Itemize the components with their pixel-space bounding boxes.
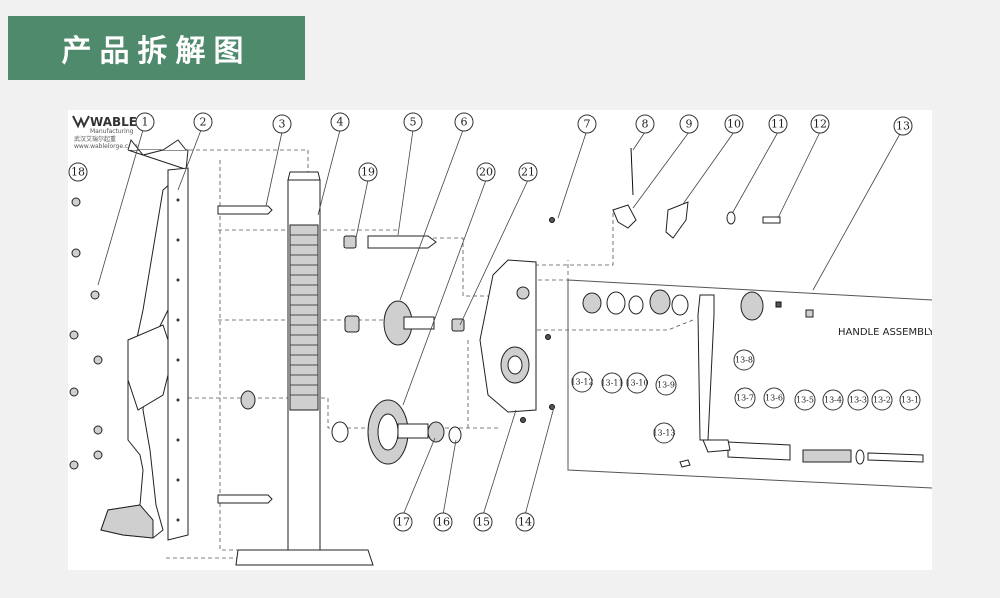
part-gearbox-cover <box>479 217 555 423</box>
svg-text:13-11: 13-11 <box>600 379 623 388</box>
callout-9: 9 <box>679 114 699 134</box>
svg-text:13-10: 13-10 <box>625 379 648 388</box>
handle-assembly-label: HANDLE ASSEMBLY <box>838 327 932 338</box>
callout-19: 19 <box>358 162 378 182</box>
callout-1: 1 <box>135 112 155 132</box>
svg-text:14: 14 <box>518 516 532 529</box>
callout-14: 14 <box>515 512 535 532</box>
svg-text:13-7: 13-7 <box>736 394 754 403</box>
part-brackets <box>217 205 273 504</box>
callout-12: 12 <box>810 114 830 134</box>
sub-callout-13-4: 13-4 <box>822 389 844 411</box>
part-gear-train <box>240 235 465 465</box>
part-handle-assembly <box>582 289 924 468</box>
svg-text:21: 21 <box>521 166 535 179</box>
sub-callout-13-1: 13-1 <box>899 389 921 411</box>
logo-cn-name: 武汉艾瑞尔起重 <box>74 135 116 143</box>
callout-group: 1 2 3 4 5 6 7 8 9 10 11 12 13 14 15 16 1… <box>68 112 913 532</box>
sub-callout-13-5: 13-5 <box>794 389 816 411</box>
callout-20: 20 <box>476 162 496 182</box>
svg-text:7: 7 <box>584 118 591 131</box>
sub-callout-13-2: 13-2 <box>871 389 893 411</box>
sub-callout-13-6: 13-6 <box>763 387 785 409</box>
svg-text:13-5: 13-5 <box>796 396 814 405</box>
svg-text:3: 3 <box>279 118 286 131</box>
callout-16: 16 <box>433 512 453 532</box>
brand-logo: WABLE Manufacturing 武汉艾瑞尔起重 www.wablelor… <box>72 115 138 150</box>
svg-text:12: 12 <box>813 118 827 131</box>
svg-text:5: 5 <box>410 116 417 129</box>
svg-text:13-2: 13-2 <box>873 396 891 405</box>
svg-text:8: 8 <box>642 118 649 131</box>
logo-url: www.wablelorge.com <box>74 143 138 150</box>
sub-callout-13-7: 13-7 <box>734 387 756 409</box>
callout-10: 10 <box>724 114 744 134</box>
svg-text:13-1: 13-1 <box>901 396 919 405</box>
svg-text:13-6: 13-6 <box>765 394 783 403</box>
sub-callout-13-8: 13-8 <box>733 349 755 371</box>
svg-text:17: 17 <box>396 516 410 529</box>
callout-7: 7 <box>577 114 597 134</box>
title-banner: 产品拆解图 <box>8 16 305 80</box>
svg-text:4: 4 <box>337 116 344 129</box>
part-base-frame <box>100 138 189 539</box>
svg-text:16: 16 <box>436 516 450 529</box>
exploded-diagram-panel: WABLE Manufacturing 武汉艾瑞尔起重 www.wablelor… <box>68 110 932 570</box>
svg-text:13-8: 13-8 <box>735 356 753 365</box>
callout-11: 11 <box>768 114 788 134</box>
svg-text:13: 13 <box>896 120 910 133</box>
callout-4: 4 <box>330 112 350 132</box>
callout-6: 6 <box>454 112 474 132</box>
svg-text:20: 20 <box>479 166 493 179</box>
svg-text:13-9: 13-9 <box>657 381 675 390</box>
svg-text:13-13: 13-13 <box>652 429 675 438</box>
sub-callout-13-12: 13-12 <box>570 371 594 393</box>
exploded-diagram: WABLE Manufacturing 武汉艾瑞尔起重 www.wablelor… <box>68 112 932 566</box>
svg-text:2: 2 <box>200 116 207 129</box>
sub-callout-13-10: 13-10 <box>625 372 649 394</box>
banner-title: 产品拆解图 <box>61 34 252 69</box>
callout-21: 21 <box>518 162 538 182</box>
callout-15: 15 <box>473 512 493 532</box>
svg-text:13-4: 13-4 <box>824 396 842 405</box>
callout-2: 2 <box>193 112 213 132</box>
logo-brand: WABLE <box>90 115 137 129</box>
svg-text:11: 11 <box>771 118 785 131</box>
svg-text:6: 6 <box>461 116 468 129</box>
svg-text:19: 19 <box>361 166 375 179</box>
sub-callout-group: 13-1 13-2 13-3 13-4 13-5 13-6 13-7 13-8 … <box>570 349 921 444</box>
handle-assembly-box <box>567 279 932 489</box>
svg-text:15: 15 <box>476 516 490 529</box>
svg-text:18: 18 <box>71 166 85 179</box>
callout-13: 13 <box>893 116 913 136</box>
callout-5: 5 <box>403 112 423 132</box>
part-side-plate <box>167 167 189 541</box>
sub-callout-13-9: 13-9 <box>655 374 677 396</box>
callout-3: 3 <box>272 114 292 134</box>
svg-text:9: 9 <box>686 118 693 131</box>
part-nuts <box>69 197 103 470</box>
part-pawl-set <box>612 147 781 239</box>
svg-text:13-12: 13-12 <box>570 378 593 387</box>
callout-8: 8 <box>635 114 655 134</box>
svg-text:1: 1 <box>142 116 149 129</box>
sub-callout-13-13: 13-13 <box>652 422 676 444</box>
sub-callout-13-3: 13-3 <box>847 389 869 411</box>
logo-tagline: Manufacturing <box>90 128 134 135</box>
sub-callout-13-11: 13-11 <box>600 372 624 394</box>
part-rack-column <box>235 171 374 566</box>
svg-text:10: 10 <box>727 118 741 131</box>
leader-lines <box>97 129 902 516</box>
callout-18: 18 <box>68 162 88 182</box>
callout-17: 17 <box>393 512 413 532</box>
svg-text:13-3: 13-3 <box>849 396 867 405</box>
